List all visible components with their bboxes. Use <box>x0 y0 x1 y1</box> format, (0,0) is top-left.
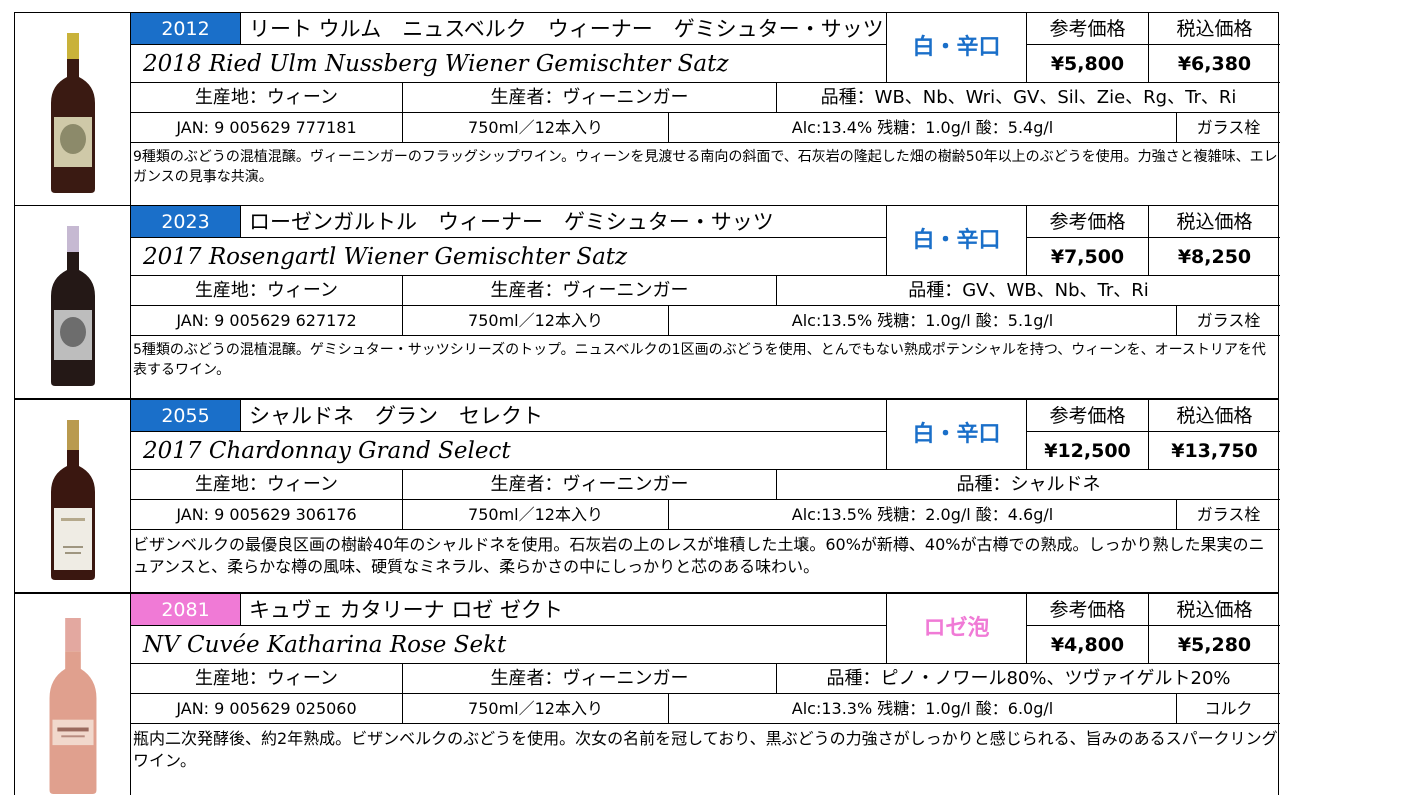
closure: コルク <box>1177 694 1280 724</box>
tax-price-label: 税込価格 <box>1149 206 1280 238</box>
reference-price: ¥5,800 <box>1027 45 1149 83</box>
bottle-image-cell <box>15 13 131 205</box>
grape-varieties: 品種：ピノ・ノワール80%、ツヴァイゲルト20% <box>777 664 1280 694</box>
wine-type: 白・辛口 <box>887 13 1027 83</box>
reference-price-label: 参考価格 <box>1027 13 1149 45</box>
analysis: Alc:13.5% 残糖：1.0g/l 酸：5.1g/l <box>669 306 1177 336</box>
closure: ガラス栓 <box>1177 113 1280 143</box>
wine-bottle-image <box>51 420 95 580</box>
analysis: Alc:13.5% 残糖：2.0g/l 酸：4.6g/l <box>669 500 1177 530</box>
tax-price: ¥13,750 <box>1149 432 1280 470</box>
wine-bottle-image <box>51 33 95 193</box>
wine-entry: 2081 キュヴェ カタリーナ ロゼ ゼクト NV Cuvée Katharin… <box>14 593 1280 795</box>
region: 生産地：ウィーン <box>131 83 403 113</box>
description: ビザンベルクの最優良区画の樹齢40年のシャルドネを使用。石灰岩の上のレスが堆積し… <box>133 535 1265 576</box>
sparkling-bottle-image <box>49 618 97 794</box>
producer: 生産者：ヴィーニンガー <box>403 470 777 500</box>
product-code: 2012 <box>131 13 241 45</box>
wine-entry: 2023 ローゼンガルトル ウィーナー ゲミシュター・サッツ 2017 Rose… <box>14 205 1280 399</box>
bottle-image-cell <box>15 400 131 592</box>
volume: 750ml／12本入り <box>403 306 669 336</box>
tax-price-label: 税込価格 <box>1149 400 1280 432</box>
reference-price-label: 参考価格 <box>1027 400 1149 432</box>
reference-price: ¥4,800 <box>1027 626 1149 664</box>
wine-type: ロゼ泡 <box>887 594 1027 664</box>
jan-code: JAN: 9 005629 025060 <box>131 694 403 724</box>
analysis: Alc:13.3% 残糖：1.0g/l 酸：6.0g/l <box>669 694 1177 724</box>
wine-entry: 2055 シャルドネ グラン セレクト 2017 Chardonnay Gran… <box>14 399 1280 593</box>
reference-price-label: 参考価格 <box>1027 206 1149 238</box>
reference-price: ¥7,500 <box>1027 238 1149 276</box>
wine-name-en: 2017 Rosengartl Wiener Gemischter Satz <box>131 238 887 276</box>
tax-price: ¥6,380 <box>1149 45 1280 83</box>
description: 瓶内二次発酵後、約2年熟成。ビザンベルクのぶどうを使用。次女の名前を冠しており、… <box>133 729 1278 770</box>
tax-price-label: 税込価格 <box>1149 13 1280 45</box>
wine-entry: 2012 リート ウルム ニュスベルク ウィーナー ゲミシュター・サッツ 201… <box>14 12 1280 206</box>
jan-code: JAN: 9 005629 306176 <box>131 500 403 530</box>
wine-name-ja: シャルドネ グラン セレクト <box>241 400 887 432</box>
tax-price: ¥5,280 <box>1149 626 1280 664</box>
analysis: Alc:13.4% 残糖：1.0g/l 酸：5.4g/l <box>669 113 1177 143</box>
bottle-image-cell <box>15 206 131 398</box>
volume: 750ml／12本入り <box>403 500 669 530</box>
grape-varieties: 品種：WB、Nb、Wri、GV、Sil、Zie、Rg、Tr、Ri <box>777 83 1280 113</box>
reference-price: ¥12,500 <box>1027 432 1149 470</box>
wine-type: 白・辛口 <box>887 206 1027 276</box>
volume: 750ml／12本入り <box>403 113 669 143</box>
wine-name-en: NV Cuvée Katharina Rose Sekt <box>131 626 887 664</box>
closure: ガラス栓 <box>1177 306 1280 336</box>
wine-name-en: 2017 Chardonnay Grand Select <box>131 432 887 470</box>
product-code: 2023 <box>131 206 241 238</box>
grape-varieties: 品種：GV、WB、Nb、Tr、Ri <box>777 276 1280 306</box>
jan-code: JAN: 9 005629 627172 <box>131 306 403 336</box>
grape-varieties: 品種：シャルドネ <box>777 470 1280 500</box>
description: 5種類のぶどうの混植混醸。ゲミシュター・サッツシリーズのトップ。ニュスベルクの1… <box>133 342 1266 378</box>
wine-name-en: 2018 Ried Ulm Nussberg Wiener Gemischter… <box>131 45 887 83</box>
jan-code: JAN: 9 005629 777181 <box>131 113 403 143</box>
tax-price-label: 税込価格 <box>1149 594 1280 626</box>
wine-type: 白・辛口 <box>887 400 1027 470</box>
volume: 750ml／12本入り <box>403 694 669 724</box>
product-code: 2081 <box>131 594 241 626</box>
producer: 生産者：ヴィーニンガー <box>403 276 777 306</box>
region: 生産地：ウィーン <box>131 664 403 694</box>
wine-name-ja: ローゼンガルトル ウィーナー ゲミシュター・サッツ <box>241 206 887 238</box>
tax-price: ¥8,250 <box>1149 238 1280 276</box>
wine-name-ja: キュヴェ カタリーナ ロゼ ゼクト <box>241 594 887 626</box>
producer: 生産者：ヴィーニンガー <box>403 83 777 113</box>
wine-name-ja: リート ウルム ニュスベルク ウィーナー ゲミシュター・サッツ <box>241 13 887 45</box>
wine-bottle-image <box>51 226 95 386</box>
reference-price-label: 参考価格 <box>1027 594 1149 626</box>
closure: ガラス栓 <box>1177 500 1280 530</box>
region: 生産地：ウィーン <box>131 276 403 306</box>
region: 生産地：ウィーン <box>131 470 403 500</box>
bottle-image-cell <box>15 594 131 795</box>
producer: 生産者：ヴィーニンガー <box>403 664 777 694</box>
product-code: 2055 <box>131 400 241 432</box>
description: 9種類のぶどうの混植混醸。ヴィーニンガーのフラッグシップワイン。ウィーンを見渡せ… <box>133 149 1278 185</box>
